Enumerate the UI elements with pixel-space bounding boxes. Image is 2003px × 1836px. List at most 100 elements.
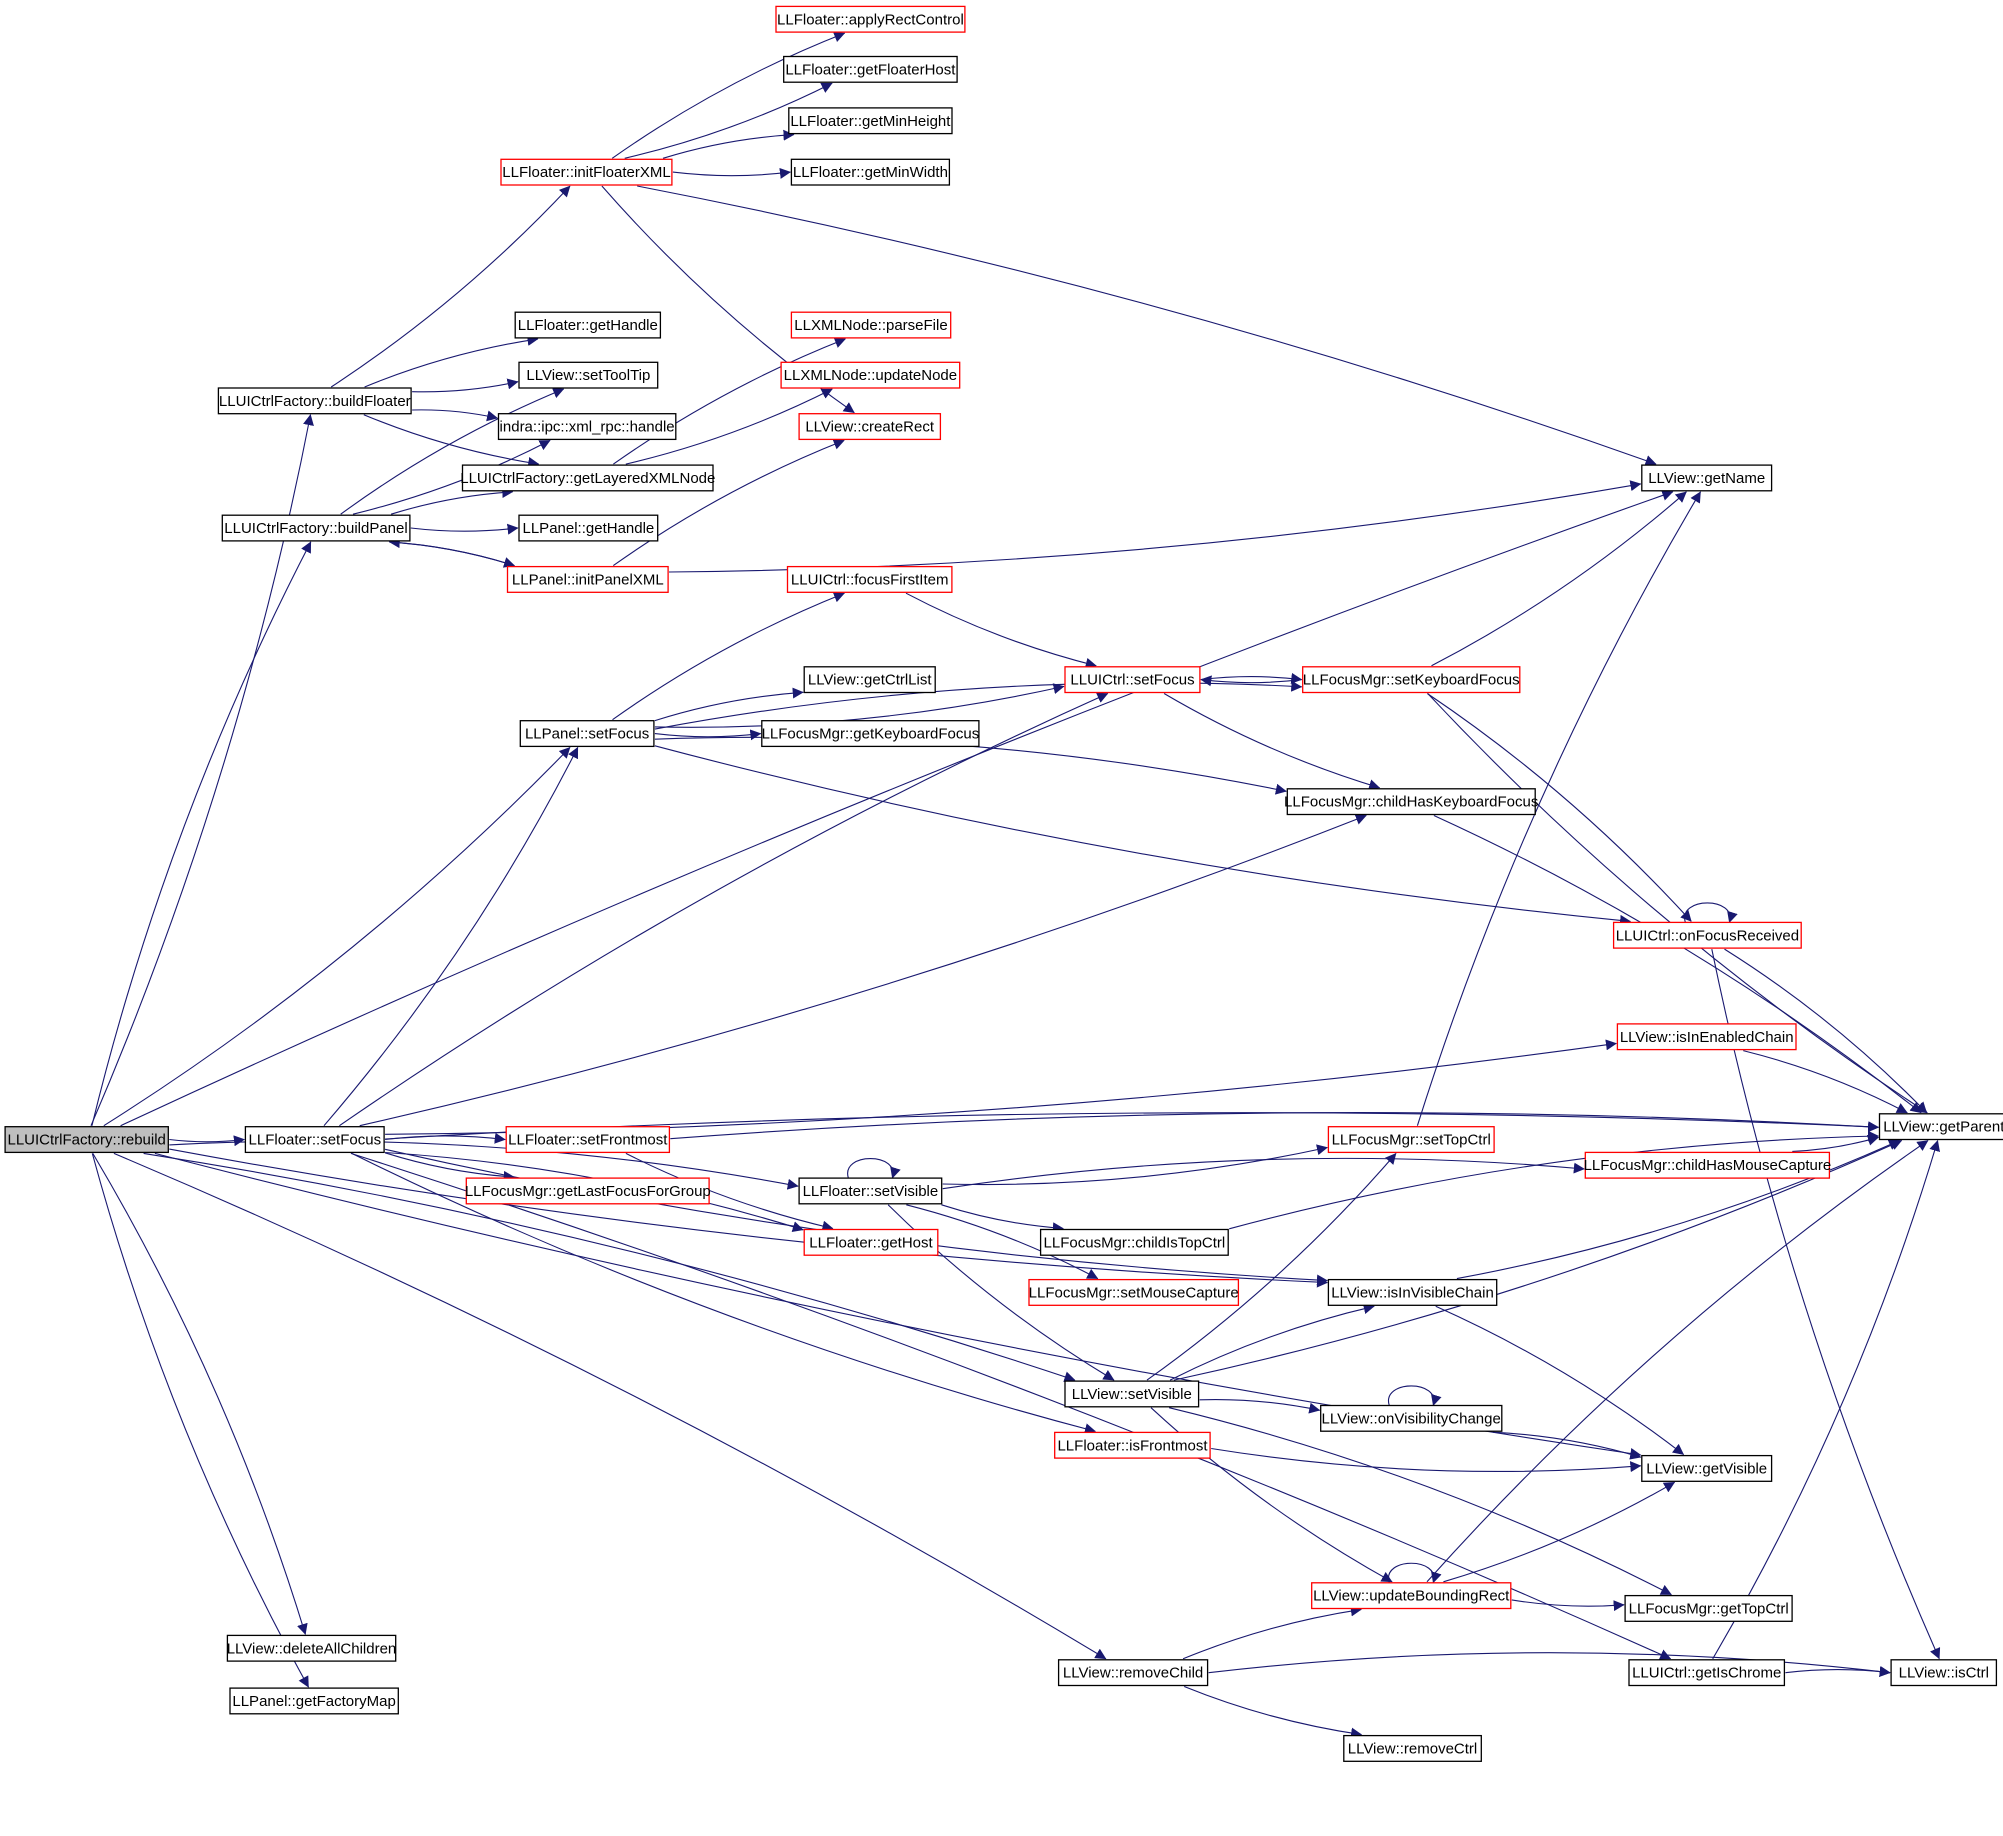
node-label: LLFocusMgr::childIsTopCtrl bbox=[1044, 1234, 1226, 1251]
node-isInVisibleChain[interactable]: LLView::isInVisibleChain bbox=[1327, 1278, 1498, 1306]
node-panelSetFocus[interactable]: LLPanel::setFocus bbox=[519, 720, 655, 748]
edge-getIsChrome-to-isCtrl bbox=[1785, 1665, 1891, 1677]
node-buildPanel[interactable]: LLUICtrlFactory::buildPanel bbox=[221, 514, 411, 542]
node-label: LLUICtrlFactory::getLayeredXMLNode bbox=[460, 470, 715, 487]
node-getIsChrome[interactable]: LLUICtrl::getIsChrome bbox=[1628, 1659, 1786, 1687]
node-getLastFocusForGroup[interactable]: LLFocusMgr::getLastFocusForGroup bbox=[465, 1177, 711, 1205]
node-rebuild[interactable]: LLUICtrlFactory::rebuild bbox=[4, 1126, 169, 1154]
node-childHasKeyboardFocus[interactable]: LLFocusMgr::childHasKeyboardFocus bbox=[1284, 788, 1538, 816]
node-getVisible[interactable]: LLView::getVisible bbox=[1641, 1454, 1773, 1482]
node-onFocusReceived[interactable]: LLUICtrl::onFocusReceived bbox=[1612, 921, 1802, 949]
node-isInEnabledChain[interactable]: LLView::isInEnabledChain bbox=[1616, 1023, 1797, 1051]
node-box bbox=[783, 55, 958, 83]
node-xmlRpcHandle[interactable]: indra::ipc::xml_rpc::handle bbox=[497, 413, 677, 441]
node-setMouseCapture[interactable]: LLFocusMgr::setMouseCapture bbox=[1028, 1278, 1240, 1306]
node-getMinHeight[interactable]: LLFloater::getMinHeight bbox=[788, 107, 953, 135]
node-applyRectControl[interactable]: LLFloater::applyRectControl bbox=[775, 5, 966, 33]
node-getHost[interactable]: LLFloater::getHost bbox=[803, 1228, 939, 1256]
node-getMinWidth[interactable]: LLFloater::getMinWidth bbox=[790, 158, 951, 186]
node-uictrlSetFocus[interactable]: LLUICtrl::setFocus bbox=[1064, 666, 1201, 694]
edge-initFloaterXML-to-getName bbox=[637, 185, 1657, 466]
node-box bbox=[790, 311, 952, 339]
node-label: LLView::updateBoundingRect bbox=[1313, 1588, 1510, 1605]
edge-uictrlSetFocus-to-childHasKeyboardFocus bbox=[1163, 693, 1381, 791]
edge-buildPanel-to-initPanelXML bbox=[389, 541, 516, 568]
node-label: LLFloater::getHandle bbox=[518, 317, 658, 334]
edge-initFloaterXML-to-getMinHeight bbox=[662, 129, 795, 159]
node-removeChild[interactable]: LLView::removeChild bbox=[1057, 1659, 1209, 1687]
edge-rebuild-to-viewSetVisible bbox=[143, 1152, 1076, 1383]
node-label: LLFloater::getMinWidth bbox=[793, 164, 948, 181]
node-childHasMouseCapture[interactable]: LLFocusMgr::childHasMouseCapture bbox=[1584, 1151, 1832, 1179]
edge-updateBoundingRect-to-getVisible bbox=[1443, 1481, 1676, 1583]
edge-childHasKeyboardFocus-to-getParent bbox=[1433, 814, 1922, 1114]
node-label: LLView::getCtrlList bbox=[808, 672, 933, 689]
node-floaterGetHandle[interactable]: LLFloater::getHandle bbox=[514, 311, 662, 339]
node-getCtrlList[interactable]: LLView::getCtrlList bbox=[803, 666, 936, 694]
node-isCtrl[interactable]: LLView::isCtrl bbox=[1890, 1659, 1998, 1687]
node-buildFloater[interactable]: LLUICtrlFactory::buildFloater bbox=[217, 387, 412, 415]
node-box bbox=[1890, 1659, 1998, 1687]
node-box bbox=[803, 666, 936, 694]
node-onVisibilityChange[interactable]: LLView::onVisibilityChange bbox=[1320, 1404, 1503, 1432]
node-getName[interactable]: LLView::getName bbox=[1641, 464, 1773, 492]
edge-floaterSetFocus-to-getIsChrome bbox=[350, 1152, 1672, 1660]
node-setToolTip[interactable]: LLView::setToolTip bbox=[518, 361, 659, 389]
node-box bbox=[1628, 1659, 1786, 1687]
edge-buildPanel-to-xmlRpcHandle bbox=[352, 439, 551, 515]
node-setFrontmost[interactable]: LLFloater::setFrontmost bbox=[505, 1126, 671, 1154]
node-updateNode[interactable]: LLXMLNode::updateNode bbox=[780, 361, 961, 389]
node-setKeyboardFocus[interactable]: LLFocusMgr::setKeyboardFocus bbox=[1302, 666, 1521, 694]
edge-floaterSetFocus-to-isInEnabledChain bbox=[385, 1039, 1617, 1135]
edge-removeChild-to-isCtrl bbox=[1208, 1652, 1891, 1677]
node-box bbox=[1641, 464, 1773, 492]
edge-rebuild-to-panelSetFocus bbox=[103, 747, 571, 1127]
node-box bbox=[1878, 1113, 2003, 1141]
edge-floaterSetVisible-to-setTopCtrl bbox=[942, 1144, 1328, 1186]
node-getTopCtrl[interactable]: LLFocusMgr::getTopCtrl bbox=[1624, 1594, 1793, 1622]
node-initPanelXML[interactable]: LLPanel::initPanelXML bbox=[506, 565, 669, 593]
node-deleteAllChildren[interactable]: LLView::deleteAllChildren bbox=[227, 1634, 397, 1662]
edge-panelSetFocus-to-getCtrlList bbox=[654, 687, 804, 722]
node-getKeyboardFocus[interactable]: LLFocusMgr::getKeyboardFocus bbox=[761, 720, 980, 748]
node-box bbox=[1064, 1380, 1200, 1408]
edge-floaterSetVisible-to-childIsTopCtrl bbox=[941, 1204, 1064, 1234]
node-box bbox=[780, 361, 961, 389]
node-box bbox=[221, 514, 411, 542]
node-getFloaterHost[interactable]: LLFloater::getFloaterHost bbox=[783, 55, 958, 83]
node-panelGetHandle[interactable]: LLPanel::getHandle bbox=[518, 514, 659, 542]
node-floaterSetFocus[interactable]: LLFloater::setFocus bbox=[244, 1126, 385, 1154]
node-floaterSetVisible[interactable]: LLFloater::setVisible bbox=[798, 1177, 943, 1205]
node-getParent[interactable]: LLView::getParent bbox=[1878, 1113, 2003, 1141]
node-box bbox=[761, 720, 980, 748]
node-updateBoundingRect[interactable]: LLView::updateBoundingRect bbox=[1311, 1582, 1512, 1610]
node-label: LLView::isInVisibleChain bbox=[1331, 1284, 1494, 1301]
node-parseFile[interactable]: LLXMLNode::parseFile bbox=[790, 311, 952, 339]
edge-floaterSetVisible-to-floaterSetVisible bbox=[847, 1158, 901, 1179]
node-initFloaterXML[interactable]: LLFloater::initFloaterXML bbox=[500, 158, 673, 186]
edge-onVisibilityChange-to-getVisible bbox=[1492, 1431, 1642, 1460]
node-setTopCtrl[interactable]: LLFocusMgr::setTopCtrl bbox=[1327, 1126, 1495, 1154]
node-getLayeredXMLNode[interactable]: LLUICtrlFactory::getLayeredXMLNode bbox=[460, 464, 715, 492]
node-label: LLPanel::initPanelXML bbox=[512, 571, 664, 588]
node-removeCtrl[interactable]: LLView::removeCtrl bbox=[1343, 1734, 1482, 1762]
node-focusFirstItem[interactable]: LLUICtrl::focusFirstItem bbox=[786, 565, 953, 593]
edge-buildPanel-to-setToolTip bbox=[340, 387, 565, 515]
node-label: LLFloater::applyRectControl bbox=[777, 11, 964, 28]
node-childIsTopCtrl[interactable]: LLFocusMgr::childIsTopCtrl bbox=[1039, 1228, 1229, 1256]
node-box bbox=[786, 565, 953, 593]
node-label: LLFocusMgr::getTopCtrl bbox=[1629, 1600, 1789, 1617]
node-label: LLPanel::setFocus bbox=[525, 726, 649, 743]
node-getFactoryMap[interactable]: LLPanel::getFactoryMap bbox=[229, 1687, 399, 1715]
node-box bbox=[775, 5, 966, 33]
node-label: LLUICtrl::setFocus bbox=[1070, 672, 1194, 689]
node-viewSetVisible[interactable]: LLView::setVisible bbox=[1064, 1380, 1200, 1408]
node-createRect[interactable]: LLView::createRect bbox=[798, 413, 942, 441]
node-label: LLFocusMgr::setTopCtrl bbox=[1332, 1132, 1491, 1149]
node-label: LLView::removeCtrl bbox=[1348, 1741, 1478, 1758]
node-isFrontmost[interactable]: LLFloater::isFrontmost bbox=[1054, 1431, 1211, 1459]
node-box bbox=[519, 720, 655, 748]
node-label: LLUICtrl::focusFirstItem bbox=[791, 571, 949, 588]
node-label: LLPanel::getHandle bbox=[523, 520, 655, 537]
